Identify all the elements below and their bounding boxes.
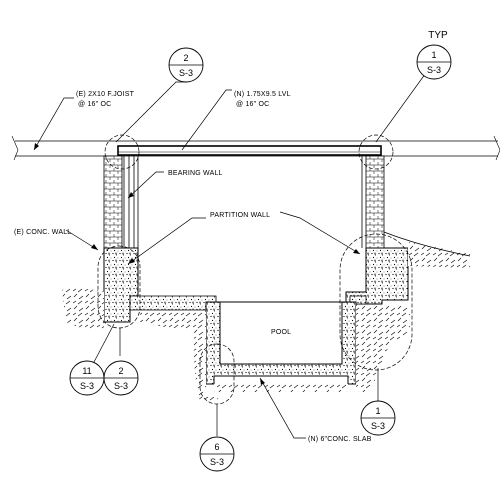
detail-tag[interactable]: 2 S-3 [168,47,204,83]
detail-tag-number: 2 [118,366,123,376]
conc-wall-note: (E) CONC. WALL [14,229,71,236]
joist-existing-note: (E) 2X10 F.JOIST [76,91,135,98]
left-brick-wall [103,155,123,249]
detail-tag-sheet: S-3 [114,381,128,391]
detail-tag[interactable]: 1 S-3 [360,400,396,436]
detail-tag[interactable]: 11 S-3 [69,360,105,396]
joist-existing-spacing: @ 16" OC [78,101,111,108]
lvl-beam [117,145,382,156]
floor-joist-line [11,135,500,161]
grade-line-right [383,231,471,257]
earth-hatch [62,242,470,402]
detail-tag-sheet: S-3 [427,65,441,75]
detail-tag[interactable]: 1 S-3 [416,44,452,80]
detail-tag-sheet: S-3 [80,381,94,391]
pool-void [219,301,343,365]
detail-tag-number: 11 [82,366,91,376]
leader-arrows [34,143,360,385]
lvl-new-note: (N) 1.75X9.5 LVL [234,91,291,98]
typ-note: TYP [428,30,448,41]
detail-tag-sheet: S-3 [179,68,193,78]
detail-tag[interactable]: 2 S-3 [103,360,139,396]
lvl-new-spacing: @ 16" OC [236,101,269,108]
right-brick-wall [365,155,385,249]
detail-tag-number: 2 [183,53,188,63]
detail-tag-number: 1 [431,50,436,60]
detail-tag-number: 6 [214,442,219,452]
left-concrete-wall [103,247,139,323]
detail-tag-sheet: S-3 [371,421,385,431]
detail-tag-number: 1 [375,406,380,416]
detail-tag[interactable]: 6 S-3 [199,436,235,472]
slab-new-note: (N) 6"CONC. SLAB [308,436,372,443]
bearing-wall-note: BEARING WALL [168,170,223,177]
detail-tag-sheet: S-3 [210,457,224,467]
partition-wall-note: PARTITION WALL [210,212,270,219]
pool-label: POOL [271,329,291,336]
